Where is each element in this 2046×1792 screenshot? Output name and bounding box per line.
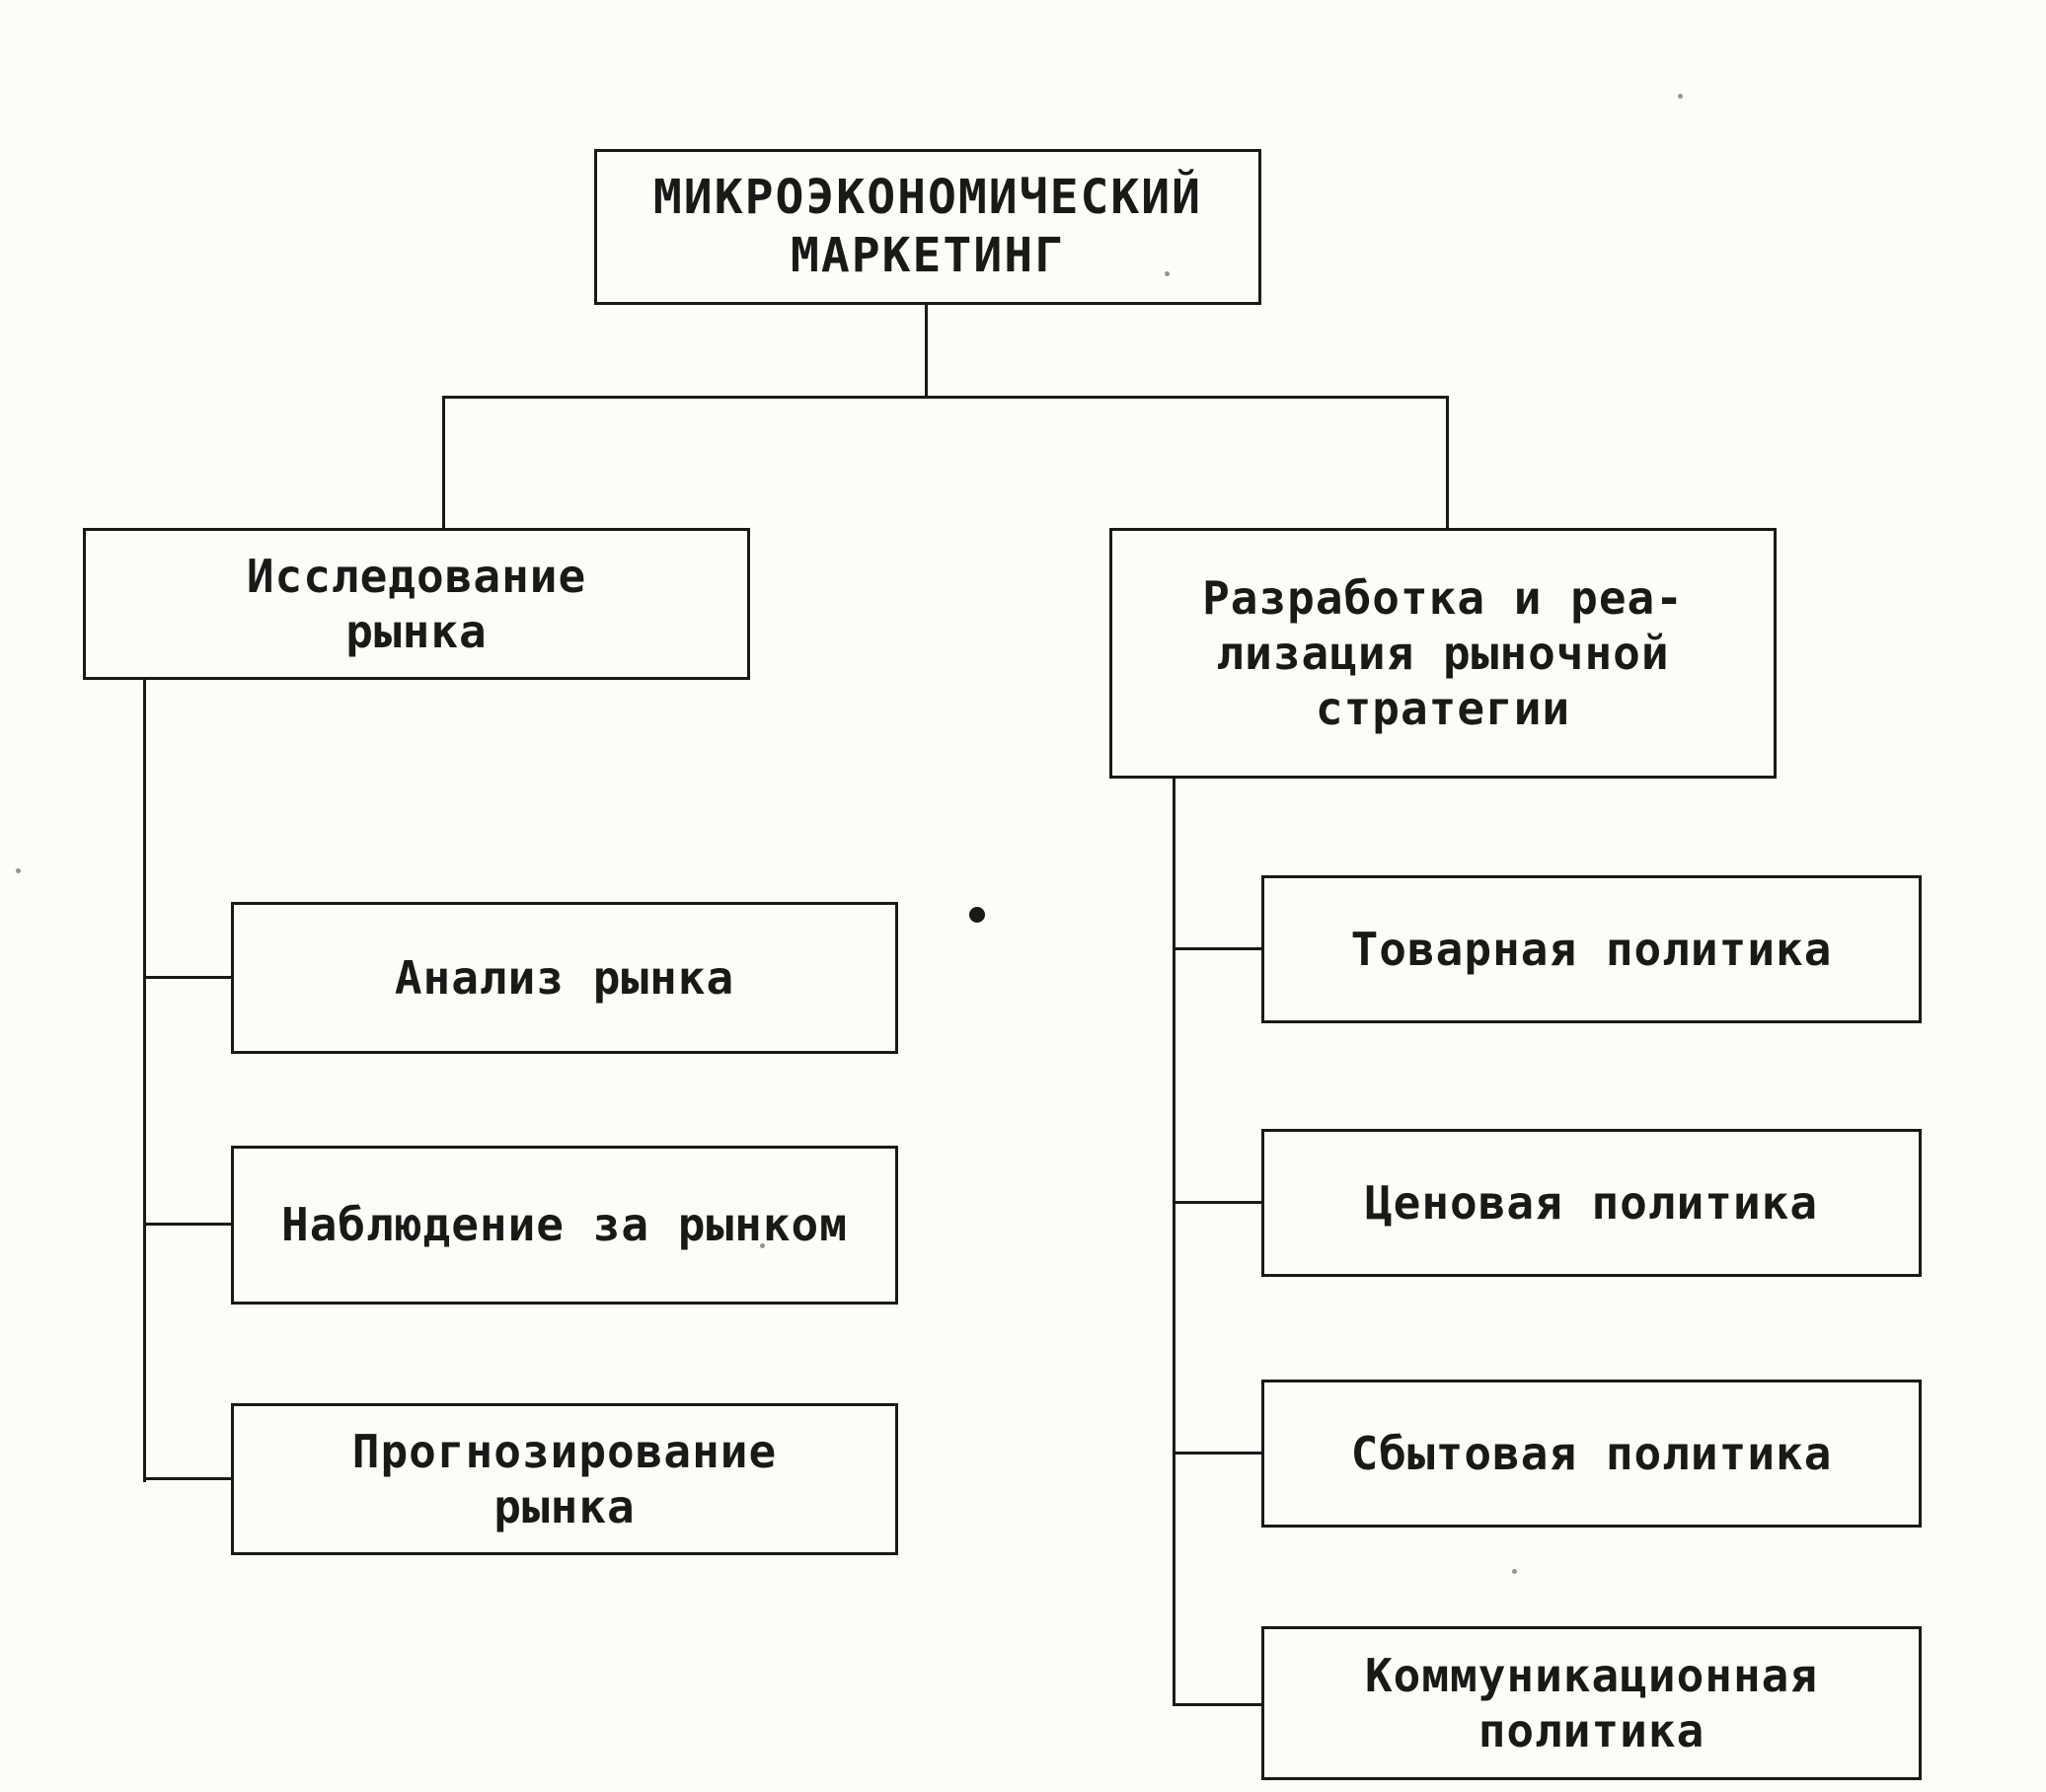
scan-speck <box>1165 271 1170 276</box>
connector-left-stub-1 <box>143 976 231 979</box>
connector-left-spine <box>143 680 146 1482</box>
node-pricing-policy: Ценовая политика <box>1261 1129 1922 1277</box>
node-communication-policy: Коммуникационная политика <box>1261 1626 1922 1780</box>
connector-root-stem <box>925 305 928 396</box>
scan-speck <box>1678 94 1683 99</box>
node-product-policy: Товарная политика <box>1261 875 1922 1023</box>
scan-speck <box>760 1243 765 1248</box>
node-market-analysis-label: Анализ рынка <box>394 950 735 1005</box>
connector-right-stub-1 <box>1173 947 1261 950</box>
connector-right-stub-4 <box>1173 1703 1261 1706</box>
node-market-research: Исследование рынка <box>83 528 750 680</box>
node-pricing-policy-label: Ценовая политика <box>1364 1175 1819 1230</box>
node-root-label: МИКРОЭКОНОМИЧЕСКИЙ МАРКЕТИНГ <box>652 170 1203 283</box>
node-product-policy-label: Товарная политика <box>1350 922 1833 976</box>
node-market-forecasting: Прогнозирование рынка <box>231 1403 898 1555</box>
connector-left-stub-3 <box>143 1477 231 1480</box>
scan-speck <box>1512 1569 1517 1574</box>
node-market-observation-label: Наблюдение за рынком <box>281 1198 848 1252</box>
node-market-research-label: Исследование рынка <box>246 549 587 658</box>
connector-right-spine <box>1173 779 1175 1706</box>
connector-right-drop <box>1446 396 1449 528</box>
node-market-analysis: Анализ рынка <box>231 902 898 1054</box>
node-sales-policy: Сбытовая политика <box>1261 1380 1922 1528</box>
node-strategy-development: Разработка и реа- лизация рыночной страт… <box>1109 528 1777 779</box>
connector-left-drop <box>442 396 445 528</box>
node-strategy-development-label: Разработка и реа- лизация рыночной страт… <box>1202 570 1684 736</box>
connector-branch-bar <box>442 396 1449 399</box>
scan-speck <box>16 868 21 873</box>
node-root: МИКРОЭКОНОМИЧЕСКИЙ МАРКЕТИНГ <box>594 149 1261 305</box>
node-market-forecasting-label: Прогнозирование рынка <box>351 1424 778 1533</box>
connector-left-stub-2 <box>143 1223 231 1226</box>
node-market-observation: Наблюдение за рынком <box>231 1146 898 1305</box>
node-communication-policy-label: Коммуникационная политика <box>1364 1648 1819 1757</box>
connector-right-stub-2 <box>1173 1201 1261 1204</box>
node-sales-policy-label: Сбытовая политика <box>1350 1426 1833 1480</box>
scan-dot-artifact <box>969 907 985 923</box>
connector-right-stub-3 <box>1173 1452 1261 1455</box>
